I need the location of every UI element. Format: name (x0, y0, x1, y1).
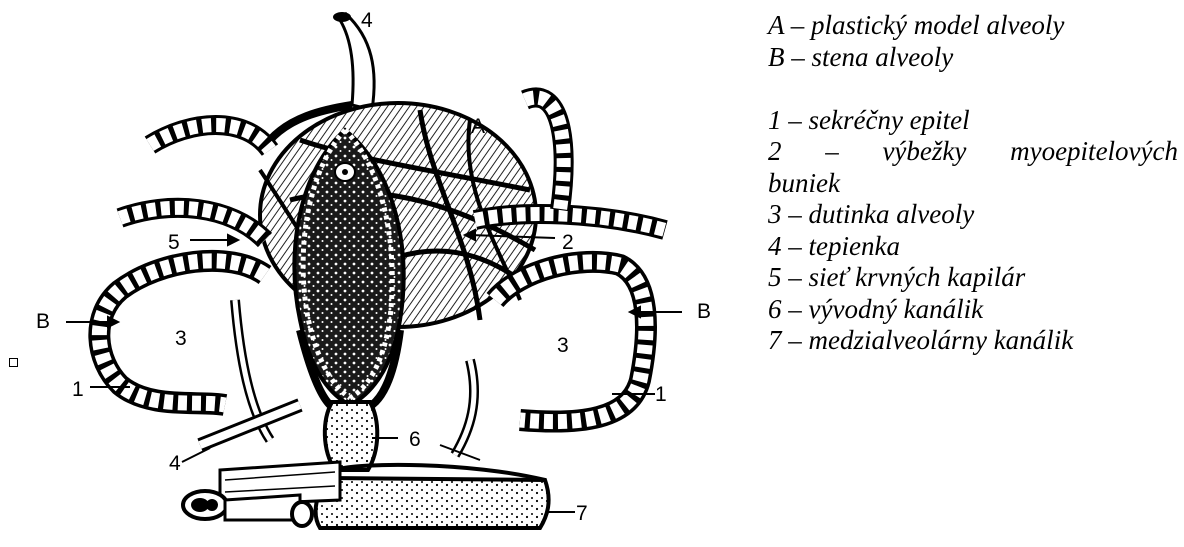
legend-item-7: 7 – medzialveolárny kanálik (768, 325, 1178, 357)
label-2: 2 (562, 231, 574, 254)
interalveolar-duct (316, 478, 549, 528)
legend-item-4: 4 – tepienka (768, 231, 1178, 263)
legend-item-2-continuation: buniek (768, 168, 1178, 200)
label-5: 5 (168, 231, 180, 254)
efferent-duct (325, 402, 377, 470)
label-3-right: 3 (557, 334, 569, 357)
label-1-right: 1 (655, 383, 667, 406)
label-A: A (471, 115, 485, 138)
legend-A: A – plastický model alveoly (768, 10, 1178, 42)
legend-item-3: 3 – dutinka alveoly (768, 199, 1178, 231)
label-4-bottom: 4 (169, 452, 181, 475)
label-1-left: 1 (72, 378, 84, 401)
legend-item-2-word: myoepitelových (1010, 136, 1178, 168)
legend-item-2-word: 2 (768, 136, 782, 168)
label-B-left: B (36, 310, 50, 333)
legend-item-2: 2 – výbežky myoepitelových (768, 136, 1178, 168)
legend-item-5: 5 – sieť krvných kapilár (768, 262, 1178, 294)
legend-item-2-word: – (825, 136, 839, 168)
legend-spacer (768, 73, 1178, 105)
legend-item-2-word: výbežky (882, 136, 966, 168)
legend-item-6: 6 – vývodný kanálik (768, 294, 1178, 326)
alveolus-illustration: 4 A 5 2 B B 3 3 1 1 6 4 7 (0, 0, 760, 547)
legend: A – plastický model alveoly B – stena al… (768, 10, 1178, 357)
legend-B: B – stena alveoly (768, 42, 1178, 74)
label-7: 7 (576, 502, 588, 525)
legend-item-1: 1 – sekréčny epitel (768, 105, 1178, 137)
label-3-left: 3 (175, 327, 187, 350)
label-4-top: 4 (361, 9, 373, 32)
label-B-right: B (697, 300, 711, 323)
label-6: 6 (409, 428, 421, 451)
small-square-marker (9, 358, 18, 367)
